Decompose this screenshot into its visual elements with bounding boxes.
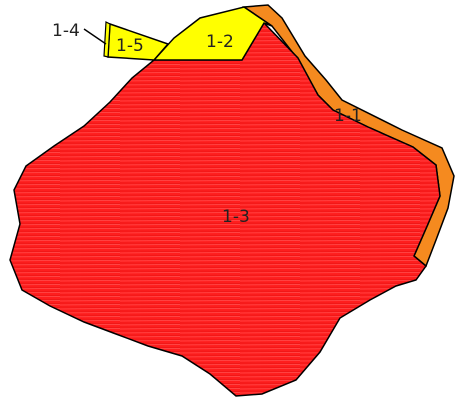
label-1-1: 1-1 xyxy=(334,106,362,126)
label-1-3: 1-3 xyxy=(222,207,250,227)
label-1-2: 1-2 xyxy=(206,32,234,52)
label-1-4: 1-4 xyxy=(52,21,80,41)
parcel-1-4[interactable] xyxy=(103,21,111,58)
label-1-5: 1-5 xyxy=(116,36,144,56)
leader-line-1-4 xyxy=(83,28,107,45)
parcel-1-2[interactable] xyxy=(152,6,273,61)
parcel-1-3[interactable] xyxy=(9,21,441,397)
